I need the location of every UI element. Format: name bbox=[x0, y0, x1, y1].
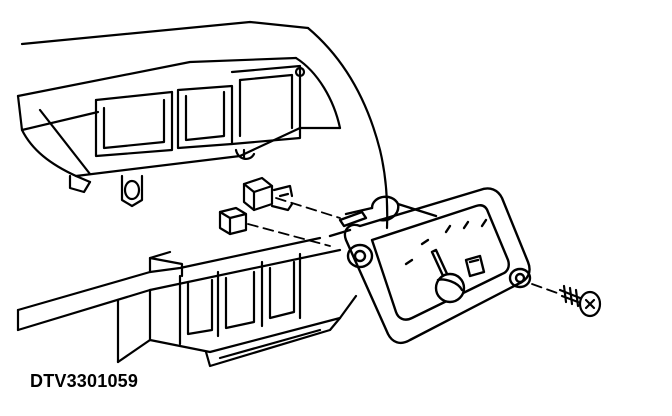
fuel-gauge bbox=[328, 187, 532, 345]
wiring-clip-upper bbox=[242, 176, 274, 212]
instrument-panel-upper bbox=[16, 20, 389, 230]
wiring-clip-middle bbox=[270, 184, 294, 212]
wiring-clip-lower bbox=[218, 206, 248, 236]
instrument-panel-lower bbox=[16, 236, 358, 368]
alignment-lines bbox=[247, 197, 561, 295]
mounting-screw bbox=[558, 284, 602, 318]
gauge-needle bbox=[430, 248, 466, 304]
figure-id-label: DTV3301059 bbox=[30, 371, 139, 391]
